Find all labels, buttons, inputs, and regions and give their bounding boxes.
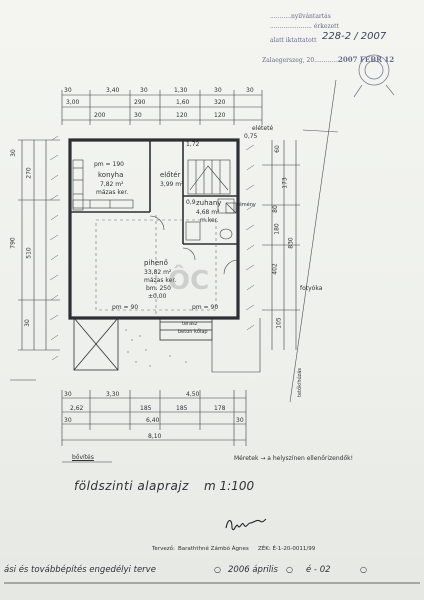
- living-name: pihenő: [144, 259, 168, 267]
- designer-license: ZÉK: É-1-20-0011/99: [258, 546, 316, 552]
- dim-bottom3-2: 6,40: [146, 417, 160, 424]
- dim-top-5: 30: [214, 87, 222, 94]
- dim-bottom2-3: 185: [176, 405, 188, 412]
- terrace-note: beton kőlap: [178, 329, 208, 335]
- dim-top-6: 30: [246, 87, 254, 94]
- dim-top2-1: 3,00: [66, 99, 80, 106]
- dim-left-5: 30: [23, 319, 31, 327]
- living-area: 33,82 m²: [144, 269, 172, 276]
- dim-top-4: 1,30: [174, 87, 188, 94]
- kitchen-area: 7,82 m²: [100, 181, 124, 188]
- dim-top-2: 3,40: [106, 87, 120, 94]
- dim-bottom3-1: 30: [64, 417, 72, 424]
- extension-tag: bővítés: [72, 454, 94, 461]
- pm-label-window-2: pm = 90: [192, 304, 219, 311]
- dim-top2-4: 320: [214, 99, 226, 106]
- site-note: Méretek → a helyszínen ellenőrizendők!: [234, 455, 354, 462]
- chimney-label: kémény: [236, 202, 256, 208]
- stamp-line-2: ...................... érkezett: [270, 23, 340, 30]
- dim-top3-1: 200: [94, 112, 106, 119]
- seal-graphic: [353, 54, 395, 98]
- terrace-name: terasz: [182, 321, 198, 327]
- dim-left-2: 270: [25, 167, 33, 179]
- dim-top3-4: 120: [214, 112, 226, 119]
- bath-floor: m.ker.: [200, 217, 219, 224]
- hall-area: 3,99 m²: [160, 181, 184, 188]
- living-level: ±0,00: [148, 293, 167, 300]
- dim-right-3: 80: [271, 205, 279, 213]
- designer-name: Baraththné Zámbó Ágnes: [178, 546, 249, 552]
- watermark-logo: ÔC: [168, 266, 210, 296]
- dim-top2-3: 1,60: [176, 99, 190, 106]
- dim-left-4: 790: [9, 237, 17, 249]
- dim-top3-2: 30: [134, 112, 142, 119]
- stamp-file-number: 228-2 / 2007: [322, 31, 387, 42]
- dim-right-6: 830: [287, 237, 295, 249]
- dim-right-4: 180: [273, 223, 281, 235]
- kitchen-floor: mázas ker.: [96, 189, 129, 196]
- wall-label-1: 0,75: [244, 133, 258, 140]
- footer-circle-2: ○: [286, 565, 293, 574]
- bath-name: zuhany: [196, 199, 222, 207]
- plan-title: földszinti alaprajz: [74, 479, 189, 493]
- dim-top-1: 30: [64, 87, 72, 94]
- footer-circle-1: ○: [214, 565, 221, 574]
- plan-scale: m 1:100: [204, 479, 255, 493]
- dim-bottom2-4: 178: [214, 405, 226, 412]
- dim-bottom2-2: 185: [140, 405, 152, 412]
- footer-sheet-number: é - 02: [306, 565, 331, 575]
- living-floor: mázas ker.: [144, 277, 177, 284]
- dim-bottom-2: 3,30: [106, 391, 120, 398]
- dim-left-1: 30: [9, 149, 17, 157]
- stamp-line-1: ...........nyilvántartás: [270, 13, 331, 20]
- dim-bottom3-3: 30: [236, 417, 244, 424]
- dim-right-5: 402: [271, 263, 279, 275]
- stamp-date: 2007 FEBR 12: [338, 55, 395, 64]
- kitchen-name: konyha: [98, 171, 124, 179]
- roof-extension-tag: tetőkihúzás: [296, 368, 303, 397]
- bath-area: 4,68 m²: [196, 209, 220, 216]
- living-height: bm. 250: [146, 285, 171, 292]
- hall-name: előtér: [160, 171, 181, 179]
- footer-plan-name: ási és továbbépítés engedélyi terve: [4, 565, 156, 575]
- pm-label-window-1: pm = 90: [112, 304, 139, 311]
- pm-label-kitchen: pm = 190: [94, 161, 124, 168]
- dim-top2-2: 290: [134, 99, 146, 106]
- eave-label: eléteté: [252, 125, 274, 132]
- dim-bottom-total: 8,10: [148, 433, 162, 440]
- dim-bottom-3: 4,50: [186, 391, 200, 398]
- dim-right-2: 173: [281, 177, 289, 189]
- wall-label-3: 0,9: [186, 199, 196, 206]
- dim-bottom2-1: 2,62: [70, 405, 84, 412]
- designer-label: Tervező:: [152, 546, 175, 552]
- footer-date: 2006 április: [228, 565, 278, 575]
- dim-right-1: 60: [273, 145, 281, 153]
- signature-mark: [225, 518, 267, 531]
- dim-left-3: 510: [25, 247, 33, 259]
- dim-top3-3: 120: [176, 112, 188, 119]
- wall-label-2: 1,72: [186, 141, 200, 148]
- stamp-place-line: Zalaegerszeg, 20...............: [262, 57, 343, 64]
- dim-top-3: 30: [140, 87, 148, 94]
- dim-right-7: 105: [275, 317, 283, 329]
- footer-circle-3: ○: [360, 565, 367, 574]
- stamp-line-3: alatt iktattatott: [270, 37, 317, 44]
- dim-bottom-1: 30: [64, 391, 72, 398]
- gutter-label: fotyóka: [300, 285, 323, 292]
